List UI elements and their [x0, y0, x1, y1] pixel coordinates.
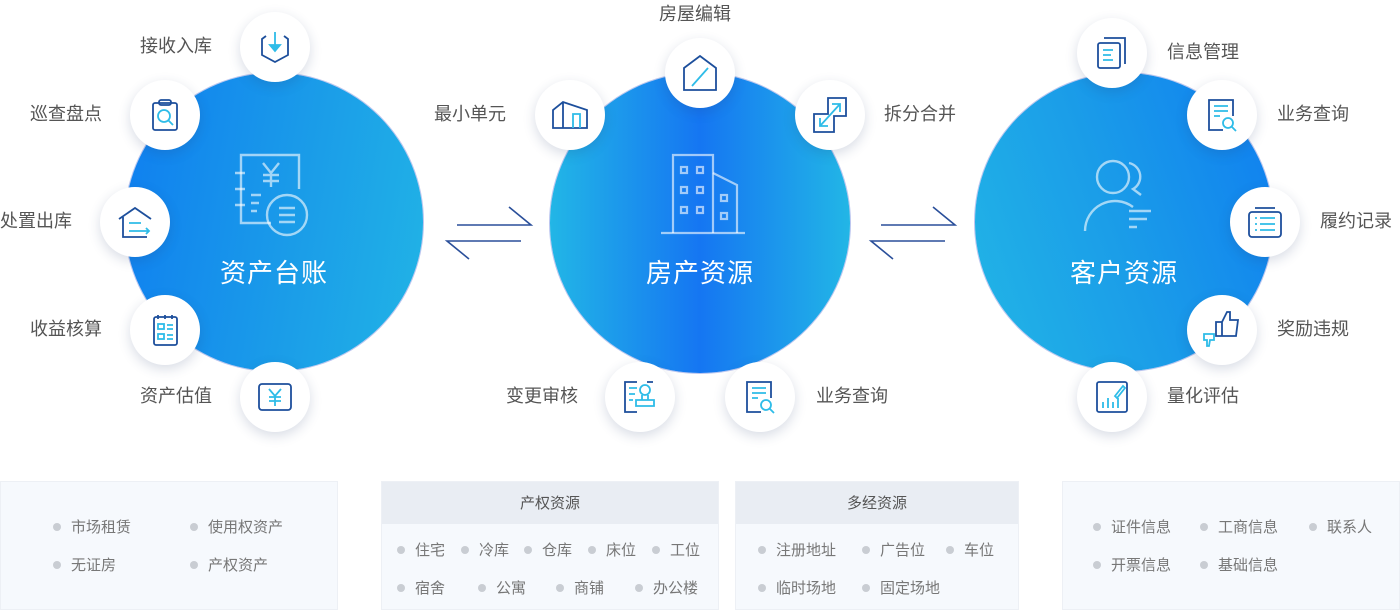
bidirectional-arrows-icon	[444, 206, 534, 260]
list-item: 广告位	[862, 540, 925, 560]
list-item: 注册地址	[758, 540, 836, 560]
record-list-icon	[1248, 207, 1282, 238]
list-item: 宿舍	[397, 578, 445, 598]
yen-valuation-icon	[258, 383, 292, 411]
node-label: 收益核算	[30, 319, 102, 340]
node-dispose-outbound[interactable]	[100, 187, 170, 257]
min-unit-house-icon	[552, 100, 588, 129]
list-item: 公寓	[478, 578, 526, 598]
building-icon	[655, 151, 745, 245]
calculation-sheet-icon	[153, 315, 178, 346]
node-income-accounting[interactable]	[130, 295, 200, 365]
panel-diversified: 多经资源 注册地址 广告位 车位 临时场地 固定场地	[735, 481, 1019, 610]
node-quantitative-eval[interactable]	[1077, 362, 1147, 432]
node-label: 履约记录	[1320, 211, 1392, 232]
node-label: 房屋编辑	[659, 4, 731, 25]
node-label: 接收入库	[140, 36, 212, 57]
node-label: 变更审核	[506, 386, 578, 407]
list-item: 产权资产	[190, 555, 268, 575]
node-patrol-inventory[interactable]	[130, 80, 200, 150]
node-label: 业务查询	[816, 386, 888, 407]
node-label: 信息管理	[1167, 42, 1239, 63]
list-item: 开票信息	[1093, 555, 1171, 575]
hub-title: 客户资源	[1069, 259, 1178, 289]
split-merge-icon	[813, 97, 847, 133]
list-item: 无证房	[53, 555, 116, 575]
node-asset-valuation[interactable]	[240, 362, 310, 432]
list-item: 使用权资产	[190, 517, 283, 537]
list-item: 基础信息	[1200, 555, 1278, 575]
node-label: 奖励违规	[1277, 319, 1349, 340]
node-label: 处置出库	[0, 211, 72, 232]
node-label: 量化评估	[1167, 386, 1239, 407]
list-item: 固定场地	[862, 578, 940, 598]
users-icon	[1079, 153, 1169, 237]
list-item: 商铺	[556, 578, 604, 598]
panel-customer-info: 证件信息 工商信息 联系人 开票信息 基础信息	[1062, 481, 1400, 610]
house-edit-icon	[683, 54, 717, 91]
chart-edit-icon	[1096, 381, 1128, 413]
document-search-icon	[1208, 99, 1237, 132]
panel-header: 产权资源	[382, 482, 718, 524]
receive-inbound-icon	[261, 32, 289, 64]
clipboard-search-icon	[152, 99, 178, 131]
node-label: 资产估值	[140, 386, 212, 407]
bidirectional-arrows-icon	[868, 206, 958, 260]
node-info-management[interactable]	[1077, 18, 1147, 88]
node-business-query[interactable]	[725, 362, 795, 432]
document-search-icon	[746, 381, 775, 414]
list-item: 车位	[946, 540, 994, 560]
panel-header: 多经资源	[736, 482, 1018, 524]
node-label: 巡查盘点	[30, 104, 102, 125]
list-item: 住宅	[397, 540, 445, 560]
ledger-yen-icon	[229, 151, 319, 245]
list-item: 市场租赁	[53, 517, 131, 537]
hub-title: 房产资源	[645, 259, 754, 289]
hub-title: 资产台账	[219, 259, 328, 289]
node-receive-inbound[interactable]	[240, 12, 310, 82]
list-item: 办公楼	[635, 578, 698, 598]
list-item: 工位	[652, 540, 700, 560]
node-label: 拆分合并	[884, 104, 956, 125]
node-fulfillment-record[interactable]	[1230, 187, 1300, 257]
panel-property-rights: 产权资源 住宅 冷库 仓库 床位 工位 宿舍 公寓 商铺 办公楼	[381, 481, 719, 610]
stamp-review-icon	[624, 381, 655, 413]
node-split-merge[interactable]	[795, 80, 865, 150]
node-change-review[interactable]	[605, 362, 675, 432]
node-reward-violation[interactable]	[1187, 295, 1257, 365]
node-house-edit[interactable]	[665, 38, 735, 108]
list-item: 床位	[588, 540, 636, 560]
list-item: 联系人	[1309, 517, 1372, 537]
documents-icon	[1097, 37, 1126, 69]
list-item: 证件信息	[1093, 517, 1171, 537]
thumbs-up-down-icon	[1203, 311, 1240, 347]
list-item: 临时场地	[758, 578, 836, 598]
node-min-unit[interactable]	[535, 80, 605, 150]
node-label: 业务查询	[1277, 104, 1349, 125]
house-outbound-icon	[118, 206, 152, 238]
node-label: 最小单元	[434, 104, 506, 125]
list-item: 工商信息	[1200, 517, 1278, 537]
list-item: 仓库	[524, 540, 572, 560]
list-item: 冷库	[461, 540, 509, 560]
node-business-query-customer[interactable]	[1187, 80, 1257, 150]
panel-asset-categories: 市场租赁 使用权资产 无证房 产权资产	[0, 481, 338, 610]
